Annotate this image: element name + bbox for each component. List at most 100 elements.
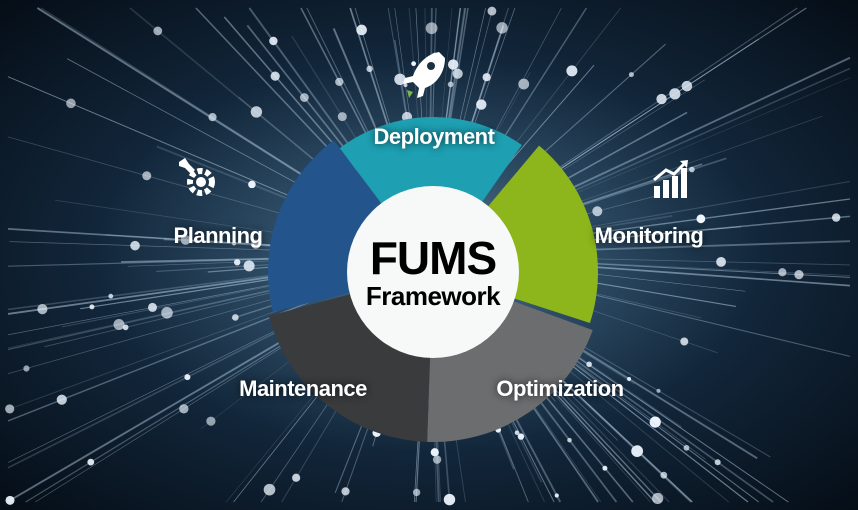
glow-dot <box>56 394 67 405</box>
glow-dot <box>394 73 406 86</box>
glow-dot <box>566 65 578 77</box>
glow-dot <box>778 268 787 277</box>
light-streak <box>163 238 291 248</box>
light-streak <box>548 111 688 190</box>
stage-label-optimization: Optimization <box>496 376 624 401</box>
glow-dot <box>179 404 189 414</box>
glow-dot <box>669 88 681 100</box>
glow-dot <box>366 65 373 73</box>
glow-dot <box>649 416 661 428</box>
rocket-icon <box>403 52 445 98</box>
glow-dot <box>184 374 191 381</box>
stage-label-deployment: Deployment <box>373 124 495 149</box>
glow-dot <box>487 6 497 16</box>
glow-dot <box>716 256 726 267</box>
glow-dot <box>89 304 95 310</box>
glow-dot <box>37 304 48 315</box>
glow-dot <box>482 73 491 82</box>
glow-dot <box>251 239 261 249</box>
glow-dot <box>5 404 15 414</box>
light-streak <box>246 24 346 150</box>
light-streak <box>7 314 307 463</box>
glow-dot <box>206 416 216 426</box>
glow-dot <box>208 113 217 122</box>
glow-dot <box>517 433 525 440</box>
light-streak <box>55 199 293 236</box>
stage-label-planning: Planning <box>173 223 263 248</box>
light-streak <box>7 136 320 225</box>
glow-dot <box>299 93 309 102</box>
light-streak <box>9 241 306 252</box>
light-streak <box>36 7 327 192</box>
glow-dot <box>270 71 280 81</box>
glow-dot <box>153 26 163 36</box>
wrench-gear-icon <box>179 158 215 196</box>
center-subtitle: Framework <box>365 281 501 311</box>
light-streak <box>7 271 305 315</box>
glow-dot <box>602 465 608 471</box>
glow-dot <box>243 260 255 272</box>
segment-deployment <box>339 117 522 209</box>
glow-dot <box>586 361 592 368</box>
glow-dot <box>447 59 459 70</box>
glow-dot <box>142 171 152 181</box>
light-streak <box>537 67 851 208</box>
glow-dot <box>714 459 721 466</box>
glow-dot <box>627 376 632 381</box>
glow-dot <box>476 99 487 110</box>
light-streak <box>529 56 851 209</box>
glow-dot <box>631 445 644 458</box>
glow-dot <box>233 259 241 266</box>
stage-label-monitoring: Monitoring <box>594 223 704 248</box>
glow-dot <box>430 448 439 457</box>
glow-dot <box>232 241 237 246</box>
glow-dot <box>113 318 125 330</box>
light-streak <box>449 7 469 120</box>
glow-dot <box>66 98 76 109</box>
glow-dot <box>403 83 408 88</box>
light-streak <box>501 7 588 141</box>
glow-dot <box>5 495 15 505</box>
glow-dot <box>518 78 530 90</box>
glow-dot <box>425 22 438 35</box>
glow-dot <box>292 473 301 482</box>
center-title: FUMS <box>369 232 497 284</box>
glow-dot <box>232 314 239 321</box>
glow-dot <box>161 307 173 319</box>
glow-dot <box>23 365 30 372</box>
glow-dot <box>554 493 559 498</box>
glow-dot <box>108 293 114 299</box>
light-streak <box>129 7 330 174</box>
glow-dot <box>794 270 804 280</box>
light-streak <box>567 257 851 266</box>
glow-dot <box>831 213 841 222</box>
light-streak <box>7 289 305 375</box>
glow-dot <box>269 36 278 46</box>
stage-label-maintenance: Maintenance <box>239 376 367 401</box>
glow-dot <box>443 493 456 506</box>
glow-dot <box>514 430 520 436</box>
glow-dot <box>496 22 508 34</box>
glow-dot <box>447 81 454 88</box>
center-label: FUMS Framework <box>365 232 501 311</box>
glow-dot <box>356 24 367 36</box>
glow-dot <box>432 455 442 464</box>
light-streak <box>7 76 322 211</box>
segment-maintenance <box>268 292 431 442</box>
glow-dot <box>652 492 664 505</box>
glow-dot <box>452 68 463 79</box>
glow-dot <box>250 106 263 118</box>
glow-dot <box>660 471 668 479</box>
light-streak <box>7 299 307 411</box>
light-streak <box>556 240 851 252</box>
light-streak <box>66 58 332 203</box>
segment-planning <box>268 140 385 312</box>
glow-dot <box>248 180 256 189</box>
glow-dot <box>656 93 667 105</box>
glow-dot <box>147 302 157 312</box>
glow-dot <box>567 437 572 443</box>
center-circle <box>347 186 519 358</box>
light-streak <box>457 7 494 143</box>
